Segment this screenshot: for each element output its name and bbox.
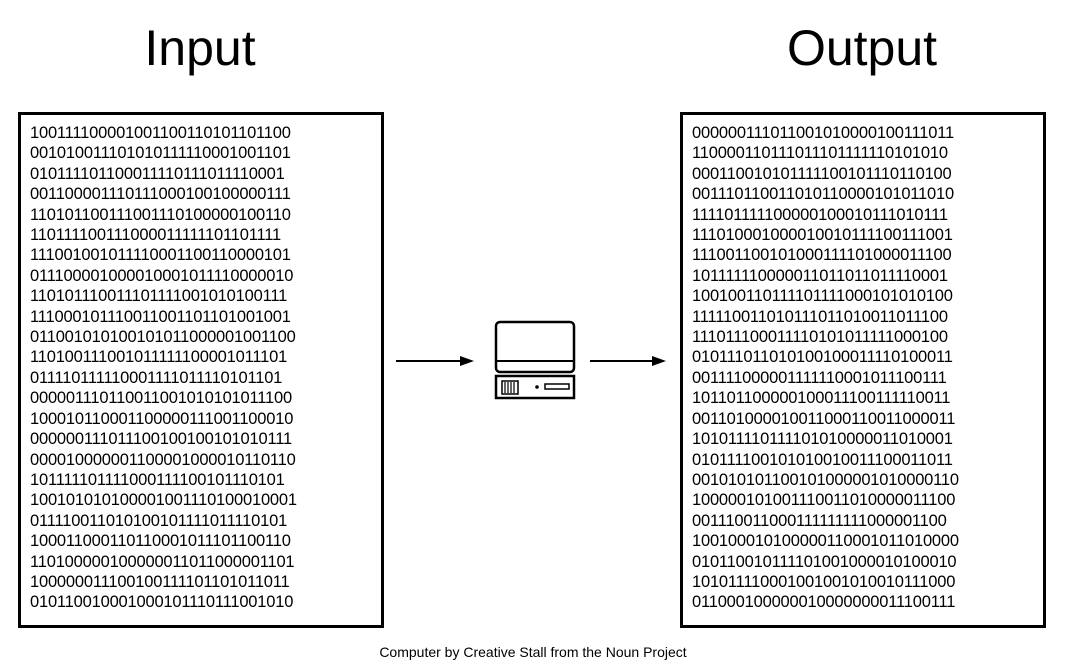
output-bit-row: 100100010100000110001011010000 (692, 532, 959, 551)
input-bit-row: 100111100001001100110101101100 (30, 124, 291, 142)
input-bit-row: 100010110001100000111001100010 (30, 409, 294, 428)
input-bit-row: 110101110011101111001010100111 (30, 287, 288, 306)
input-bit-row: 010110010001000101110111001010 (30, 593, 294, 612)
input-bit-row: 011110111110001111011110101101 (30, 368, 283, 387)
icon-credit: Computer by Creative Stall from the Noun… (379, 644, 687, 660)
input-bit-row: 100011000110110001011101100110 (30, 532, 291, 551)
output-bit-row: 111110011010111011010011011100 (692, 307, 948, 326)
input-bit-row: 110100000100000011011000001101 (30, 552, 295, 571)
output-bit-row: 101011110001001001010010111000 (692, 572, 956, 591)
output-bit-row: 010110010111101001000010100010 (692, 552, 957, 571)
output-bit-row: 011000100000010000000011100111 (692, 593, 956, 612)
output-panel: 000000111011001010000100111011 1100001101… (680, 112, 1046, 628)
computer-icon (494, 320, 576, 400)
input-bit-row: 110101100111001110100000100110 (30, 205, 291, 224)
input-bit-row: 111000101110011001101101001001 (30, 307, 291, 326)
output-bit-row: 100000101001110011010000011100 (692, 491, 956, 510)
input-bit-row: 000001110110011001010101011100 (30, 389, 292, 408)
input-to-computer-arrow (396, 356, 474, 366)
output-bit-row: 001101000010011000110011000011 (692, 409, 956, 428)
output-bit-row: 111010001000010010111100111001 (692, 226, 953, 245)
output-title: Output (786, 20, 938, 76)
output-bit-row: 101011110111101010000011010001 (692, 430, 953, 449)
output-bit-row: 010111011010100100011110100011 (692, 348, 953, 367)
output-bit-row: 001111000001111110001011100111 (692, 368, 947, 387)
input-panel: 100111100001001100110101101100 0010100111… (18, 112, 384, 628)
output-bit-row: 111101111100000100010111010111 (692, 205, 948, 224)
input-bit-row: 001010011101010111110001001101 (30, 144, 291, 163)
input-bit-row: 110100111001011111100001011101 (30, 348, 288, 367)
output-bit-row: 100100110111101111000101010100 (692, 287, 953, 306)
output-bit-row: 111001100101000111101000011100 (692, 246, 952, 265)
output-bit-row: 110000110111011101111110101010 (692, 144, 948, 163)
input-bit-row: 100101010100001001110100010001 (30, 491, 297, 510)
input-bit-rows: 100111100001001100110101101100 0010100111… (30, 123, 297, 613)
input-bit-row: 011110011010100101111011110101 (30, 511, 288, 530)
output-bit-row: 000110010101111100101110110100 (692, 164, 952, 183)
input-bit-row: 111001001011110001100110000101 (30, 246, 291, 265)
output-bit-rows: 000000111011001010000100111011 1100001101… (692, 123, 959, 613)
input-bit-row: 110111100111000011111101101111 (30, 226, 281, 245)
input-title: Input (144, 20, 256, 76)
input-bit-row: 000000111011100100100101010111 (30, 430, 292, 449)
output-bit-row: 000000111011001010000100111011 (692, 124, 954, 142)
output-bit-row: 010111100101010010011100011011 (692, 450, 953, 469)
input-bit-row: 010111101100011110111011110001 (30, 164, 285, 183)
input-bit-row: 000010000001100001000010110110 (30, 450, 296, 469)
output-bit-row: 001110011000111111111000001100 (692, 511, 947, 530)
output-bit-row: 101111110000011011011011110001 (692, 266, 948, 285)
computer-to-output-arrow (590, 356, 666, 366)
input-bit-row: 011001010100101011000001001100 (30, 328, 296, 347)
input-bit-row: 011100001000010001011110000010 (30, 266, 294, 285)
input-bit-row: 001100001110111000100100000111 (30, 185, 291, 204)
input-bit-row: 101111101111000111100101110101 (30, 470, 285, 489)
output-bit-row: 111011100011110101011111000100 (692, 328, 948, 347)
output-bit-row: 001110110011010110000101011010 (692, 185, 954, 204)
output-bit-row: 101101100000100011100111110011 (692, 389, 951, 408)
input-bit-row: 100000011100100111101101011011 (30, 572, 290, 591)
output-bit-row: 001010101100101000001010000110 (692, 470, 959, 489)
